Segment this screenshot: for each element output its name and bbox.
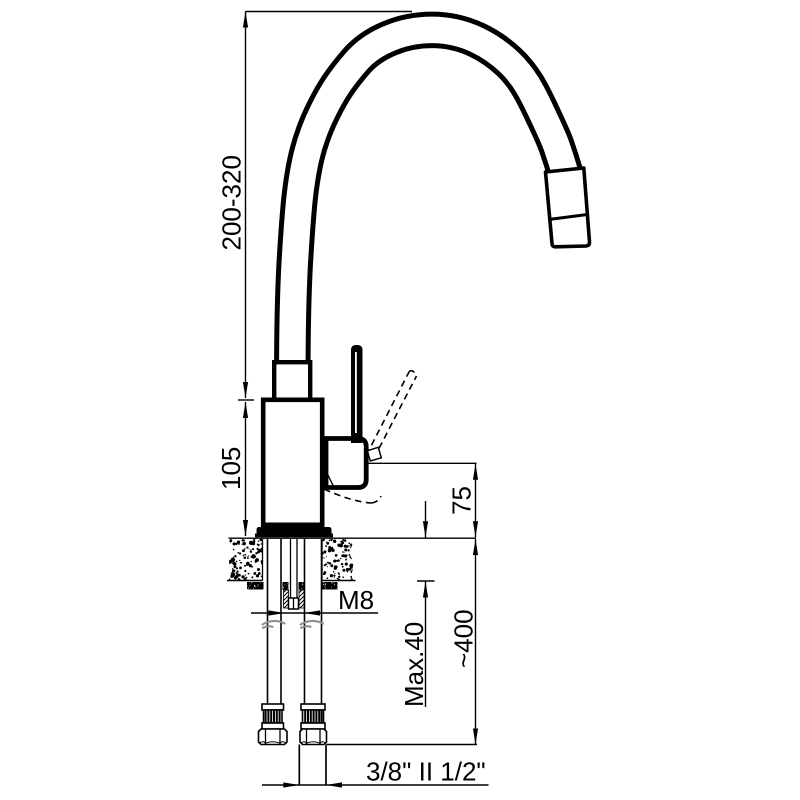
svg-text:M8: M8 — [338, 585, 374, 615]
svg-text:200-320: 200-320 — [217, 155, 247, 250]
svg-text:~400: ~400 — [449, 609, 479, 668]
svg-text:75: 75 — [447, 486, 477, 515]
svg-text:105: 105 — [216, 447, 246, 490]
svg-text:Max.40: Max.40 — [399, 622, 429, 707]
svg-text:3/8" II 1/2": 3/8" II 1/2" — [366, 757, 486, 787]
